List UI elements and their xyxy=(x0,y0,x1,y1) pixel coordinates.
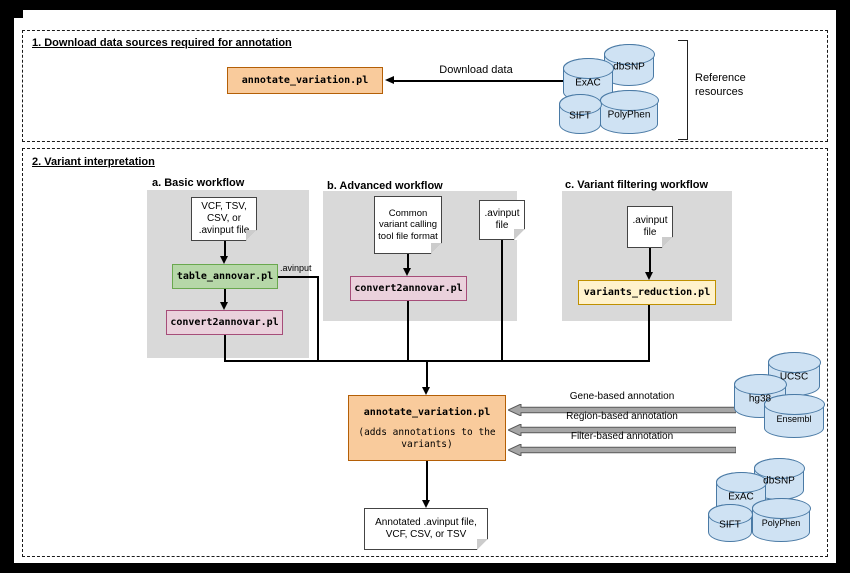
filtering-workflow-heading: c. Variant filtering workflow xyxy=(565,179,709,191)
db-label-ucsc: UCSC xyxy=(779,371,809,383)
db-cylinder-sift-bottom: SIFT xyxy=(707,503,753,542)
filtering-avinput-doc: .avinput file xyxy=(627,206,673,248)
diagram-page: 1. Download data sources required for an… xyxy=(14,10,836,563)
connector-advanced-1 xyxy=(407,254,409,268)
basic-workflow-heading: a. Basic workflow xyxy=(152,177,245,189)
annotate-variation-main-box: annotate_variation.pl (adds annotations … xyxy=(348,395,506,461)
advanced-input-doc: Common variant calling tool file format xyxy=(374,196,442,254)
section-1-title: 1. Download data sources required for an… xyxy=(32,37,292,49)
download-arrowhead xyxy=(385,76,394,84)
db-label-sift-top: SIFT xyxy=(569,110,591,122)
db-label-dbsnp-bottom: dbSNP xyxy=(763,475,795,487)
annotate-variation-script-box: annotate_variation.pl xyxy=(227,67,383,94)
arrowhead-basic-2 xyxy=(220,302,228,310)
region-annotation-label: Region-based annotation xyxy=(566,411,678,422)
download-data-label: Download data xyxy=(439,64,513,76)
db-cylinder-ensembl: Ensembl xyxy=(763,393,825,438)
arrowhead-output xyxy=(422,500,430,508)
connector-output xyxy=(426,461,428,501)
corner-mark xyxy=(14,10,23,18)
advanced-workflow-heading: b. Advanced workflow xyxy=(327,180,443,192)
connector-basic-2 xyxy=(224,289,226,303)
arrowhead-main-drop xyxy=(422,387,430,395)
connector-avinput-branch-v xyxy=(317,276,319,360)
connector-basic-1 xyxy=(224,241,226,257)
annotate-main-note: (adds annotations to the variants) xyxy=(358,427,496,451)
variants-reduction-script-box: variants_reduction.pl xyxy=(578,280,716,305)
db-label-ensembl: Ensembl xyxy=(776,413,812,424)
db-label-exac-top: ExAC xyxy=(575,77,601,89)
connector-basic-drop xyxy=(224,335,226,361)
section-2-title: 2. Variant interpretation xyxy=(32,156,155,168)
section-1-panel xyxy=(22,30,828,142)
arrowhead-filtering-1 xyxy=(645,272,653,280)
connector-collector xyxy=(224,360,650,362)
avinput-branch-label: .avinput xyxy=(280,263,312,273)
db-label-hg38: hg38 xyxy=(748,393,772,405)
convert2annovar-advanced-script-box: convert2annovar.pl xyxy=(350,276,467,301)
reference-bracket xyxy=(678,40,688,140)
basic-input-doc: VCF, TSV, CSV, or .avinput file xyxy=(191,197,257,241)
connector-avinput-branch-h xyxy=(278,276,319,278)
connector-main-drop xyxy=(426,360,428,388)
download-arrow-line xyxy=(394,80,563,82)
db-cylinder-ucsc: UCSC xyxy=(767,351,821,396)
reference-resources-label: Reference resources xyxy=(695,72,746,98)
db-label-polyphen-top: PolyPhen xyxy=(607,109,651,121)
filter-annotation-arrow xyxy=(506,443,737,457)
gene-annotation-label: Gene-based annotation xyxy=(569,391,675,402)
output-doc: Annotated .avinput file, VCF, CSV, or TS… xyxy=(364,508,488,550)
advanced-avinput-doc: .avinput file xyxy=(479,200,525,240)
db-label-polyphen-bottom: PolyPhen xyxy=(761,517,801,528)
connector-filtering-drop xyxy=(648,305,650,360)
annotate-main-title: annotate_variation.pl xyxy=(363,407,491,418)
arrowhead-basic-1 xyxy=(220,256,228,264)
db-label-exac-bottom: ExAC xyxy=(728,491,754,503)
table-annovar-script-box: table_annovar.pl xyxy=(172,264,278,289)
db-label-dbsnp-top: dbSNP xyxy=(613,61,645,73)
connector-filtering-1 xyxy=(649,248,651,272)
db-cylinder-sift-top: SIFT xyxy=(558,93,602,134)
db-label-sift-bottom: SIFT xyxy=(719,519,741,531)
filter-annotation-arrow-shape xyxy=(506,443,737,457)
arrowhead-advanced-1 xyxy=(403,268,411,276)
db-cylinder-polyphen-top: PolyPhen xyxy=(599,89,659,134)
filter-annotation-label: Filter-based annotation xyxy=(570,431,674,442)
connector-avinput-doc-drop xyxy=(501,240,503,360)
db-cylinder-polyphen-bottom: PolyPhen xyxy=(751,497,811,542)
convert2annovar-basic-script-box: convert2annovar.pl xyxy=(166,310,283,335)
connector-advanced-drop xyxy=(407,301,409,361)
